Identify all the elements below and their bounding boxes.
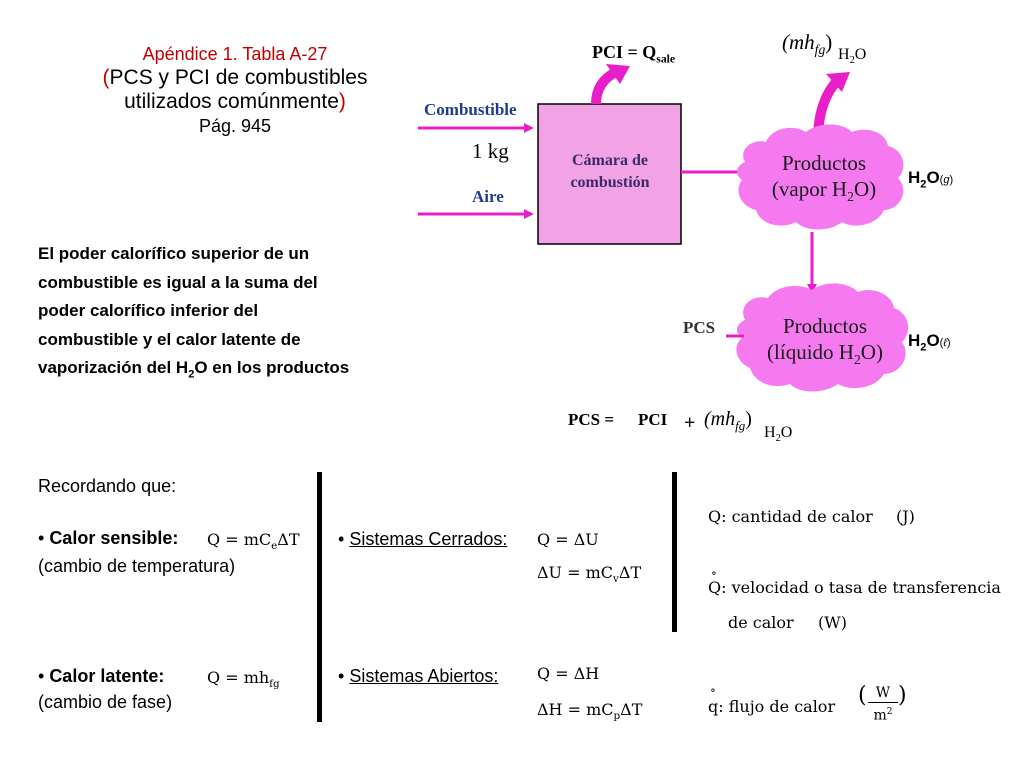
pcs-eq-lhs: PCS = <box>568 410 615 429</box>
paragraph-line: combustible es igual a la suma del <box>38 272 318 292</box>
paragraph-line: vaporización del H2O en los productos <box>38 358 350 381</box>
paragraph-line: poder calorífico inferior del <box>38 301 259 320</box>
closed-eq1: Q = ΔU <box>537 530 599 549</box>
pcs-eq-mhfg: (mhfg) <box>704 408 752 433</box>
pcs-eq-pci: PCI <box>638 410 668 429</box>
def-qdot-line2: de calor <box>728 613 794 632</box>
closed-systems: • Sistemas Cerrados: <box>338 529 508 549</box>
latent-eq: Q = mhfg <box>207 668 280 691</box>
paragraph-line: combustible y el calor latente de <box>38 329 301 349</box>
fuel-label: Combustible <box>424 100 517 119</box>
combustion-chamber <box>537 103 682 245</box>
def-qdot-unit: (W) <box>818 613 847 632</box>
pcs-label: PCS <box>683 318 716 337</box>
def-qflux-fraction: W m2 <box>868 684 898 725</box>
pcs-eq-plus: + <box>684 412 696 434</box>
sensible-desc: (cambio de temperatura) <box>38 556 236 576</box>
recall-heading: Recordando que: <box>38 476 177 496</box>
sensible-heat: • Calor sensible: <box>38 528 179 548</box>
h2o-liquid-label: H2O(ℓ) <box>908 331 951 354</box>
open-eq1: Q = ΔH <box>537 664 600 683</box>
def-qflux: q∘: flujo de calor <box>708 683 836 716</box>
sensible-eq: Q = mCeΔT <box>207 530 300 553</box>
def-qflux-unit: ( <box>858 683 867 708</box>
def-qflux-unit-close: ) <box>898 683 907 708</box>
products-liquid-cloud <box>736 283 909 392</box>
products-vapor-cloud <box>736 124 904 230</box>
def-q: Q: cantidad de calor <box>708 507 873 526</box>
open-systems: • Sistemas Abiertos: <box>338 666 499 686</box>
chamber-label: Cámara de combustión <box>570 152 650 191</box>
divider-right <box>672 472 677 632</box>
h2o-gas-label: H2O(g) <box>908 168 954 191</box>
def-q-unit: (J) <box>896 507 915 526</box>
pcs-eq-h2o: H2O <box>764 424 793 445</box>
mhfg-top-h2o: H2O <box>838 46 867 67</box>
heat-out-arrow <box>591 67 619 105</box>
divider-left <box>317 472 322 722</box>
latent-heat: • Calor latente: <box>38 666 165 686</box>
closed-eq2: ΔU = mCvΔT <box>537 563 642 586</box>
latent-desc: (cambio de fase) <box>38 692 173 712</box>
mhfg-top-label: (mhfg) <box>782 30 833 58</box>
open-eq2: ΔH = mCpΔT <box>537 700 643 723</box>
cloud2-text: Productos (líquido H2O) <box>767 314 883 368</box>
def-qdot: Q∘: velocidad o tasa de transferencia <box>708 566 1001 597</box>
paragraph-line: El poder calorífico superior de un <box>38 244 310 263</box>
definition-paragraph: El poder calorífico superior de un combu… <box>38 240 410 389</box>
air-label: Aire <box>472 187 504 206</box>
page-reference: Pág. 945 <box>198 116 272 136</box>
title-block: Apéndice 1. Tabla A-27 (PCS y PCI de com… <box>40 42 430 138</box>
title-line-2: (PCS y PCI de combustibles <box>102 66 368 89</box>
combustion-diagram <box>418 64 909 392</box>
title-line-3: utilizados comúnmente) <box>124 90 346 113</box>
appendix-title: Apéndice 1. Tabla A-27 <box>142 44 328 64</box>
cloud1-text: Productos (vapor H2O) <box>771 151 877 205</box>
pci-qsale-label: PCI = Qsale <box>592 42 676 66</box>
fuel-mass-label: 1 kg <box>472 139 509 163</box>
